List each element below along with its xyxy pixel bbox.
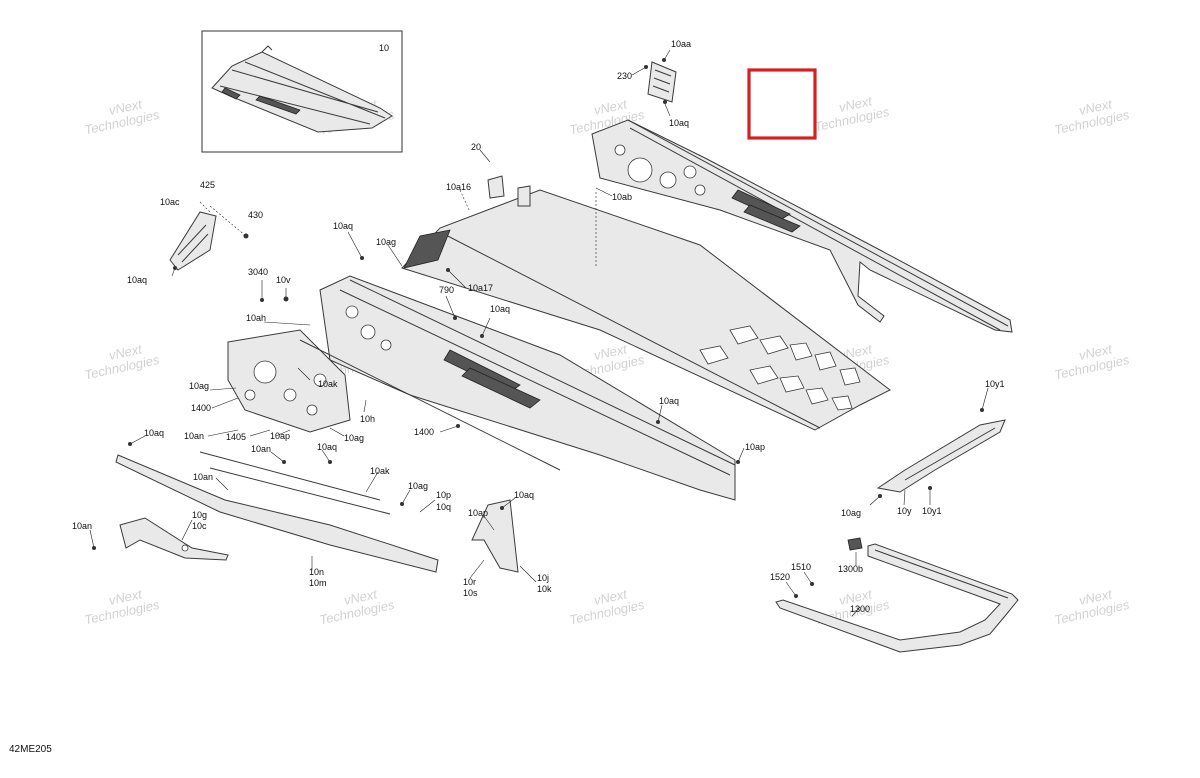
callout-label: 10n [309,567,324,577]
callout-label: 10y [897,506,912,516]
plate-10y [876,419,1006,493]
callout-label: 10ac [160,197,180,207]
callout-label: 3040 [248,267,268,277]
watermark-line1: vNext [1078,586,1115,608]
callout-label: 10ag [408,481,428,491]
watermark-line1: vNext [593,341,630,363]
callout-label: 790 [439,285,454,295]
watermark-line1: vNext [343,586,380,608]
callout-label: 10aq [317,442,337,452]
vent-part-10aa [647,61,677,103]
callout-label: 10aa [671,39,691,49]
watermark: vNext Technologies [83,96,161,137]
callout-label: 10ap [270,431,290,441]
running-board-rail [115,339,561,573]
callout-label: 10ab [612,192,632,202]
callout-label: 20 [471,142,481,152]
callout-label: 10ah [246,313,266,323]
drawing-code: 42ME205 [9,744,52,755]
callout-label: 1400 [191,403,211,413]
callout-label: 10j [537,573,549,583]
callout-label: 10q [436,502,451,512]
callout-label: 10y1 [922,506,942,516]
tunnel-side-panel-right [591,119,1013,333]
callout-label: 1405 [226,432,246,442]
callout-label: 1300b [838,564,863,574]
callout-label: 10an [72,521,92,531]
watermark: vNext Technologies [813,93,891,134]
watermark-line1: vNext [838,586,875,608]
watermark-line1: vNext [593,586,630,608]
tunnel-side-panel-left [319,275,736,501]
callout-label: 1400 [414,427,434,437]
callout-label: 10v [276,275,291,285]
vent-part-10ac [169,211,217,271]
callout-label: 425 [200,180,215,190]
watermark-line1: vNext [838,93,875,115]
callout-label: 10ap [468,508,488,518]
watermark-line1: vNext [108,341,145,363]
callout-label: 10g [192,510,207,520]
callout-label: 10a16 [446,182,471,192]
callout-label: 10ap [745,442,765,452]
watermark: vNext Technologies [1053,586,1131,627]
watermark: vNext Technologies [83,341,161,382]
callout-label: 10an [251,444,271,454]
fastener-markers [92,58,984,598]
callout-label: 10ag [344,433,364,443]
callout-label: 10aq [333,221,353,231]
callout-labels: 10aa 230 10aq 20 10a16 10ab 425 10ac 430 10aq 10ag… [72,39,1005,614]
callout-label: 10aq [669,118,689,128]
callout-label: 10ag [189,381,209,391]
callout-label: 10s [463,588,478,598]
leader-lines [89,49,989,617]
bumper-1300 [775,537,1019,653]
callout-label: 1510 [791,562,811,572]
watermark-line1: vNext [108,586,145,608]
callout-label: 10aq [127,275,147,285]
bracket-10j-10k [471,499,519,573]
watermark-line1: vNext [1078,341,1115,363]
highlight-box [747,68,817,140]
lower-side-plate [227,329,351,433]
callout-label: 10k [537,584,552,594]
callout-label: 230 [617,71,632,81]
watermark-line1: vNext [108,96,145,118]
watermark-line1: vNext [593,96,630,118]
callout-label: 430 [248,210,263,220]
watermark: vNext Technologies [568,586,646,627]
watermark: vNext Technologies [83,586,161,627]
tunnel-cutout-holes [699,325,861,411]
watermark: vNext Technologies [1053,96,1131,137]
callout-label: 10aq [514,490,534,500]
callout-label: 10m [309,578,327,588]
callout-label: 10ak [318,379,338,389]
bracket-10g-10c [119,517,229,561]
watermark-line1: vNext [1078,96,1115,118]
callout-label: 10a17 [468,283,493,293]
callout-label: 1300 [850,604,870,614]
callout-label: 10p [436,490,451,500]
callout-label: 1520 [770,572,790,582]
callout-label: 10aq [659,396,679,406]
callout-label: 10aq [490,304,510,314]
callout-label: 10c [192,521,207,531]
callout-label: 10ag [376,237,396,247]
callout-label: 10ag [841,508,861,518]
callout-label: 10ak [370,466,390,476]
tunnel-top-plate [401,175,891,431]
callout-label: 10r [463,577,476,587]
callout-label: 10h [360,414,375,424]
callout-label: 10aq [144,428,164,438]
inset-assembly-view [201,30,403,153]
callout-label: 10y1 [985,379,1005,389]
callout-label: 10an [193,472,213,482]
watermark: vNext Technologies [1053,341,1131,382]
watermark: vNext Technologies [318,586,396,627]
inset-label: 10 [379,43,389,53]
callout-label: 10an [184,431,204,441]
